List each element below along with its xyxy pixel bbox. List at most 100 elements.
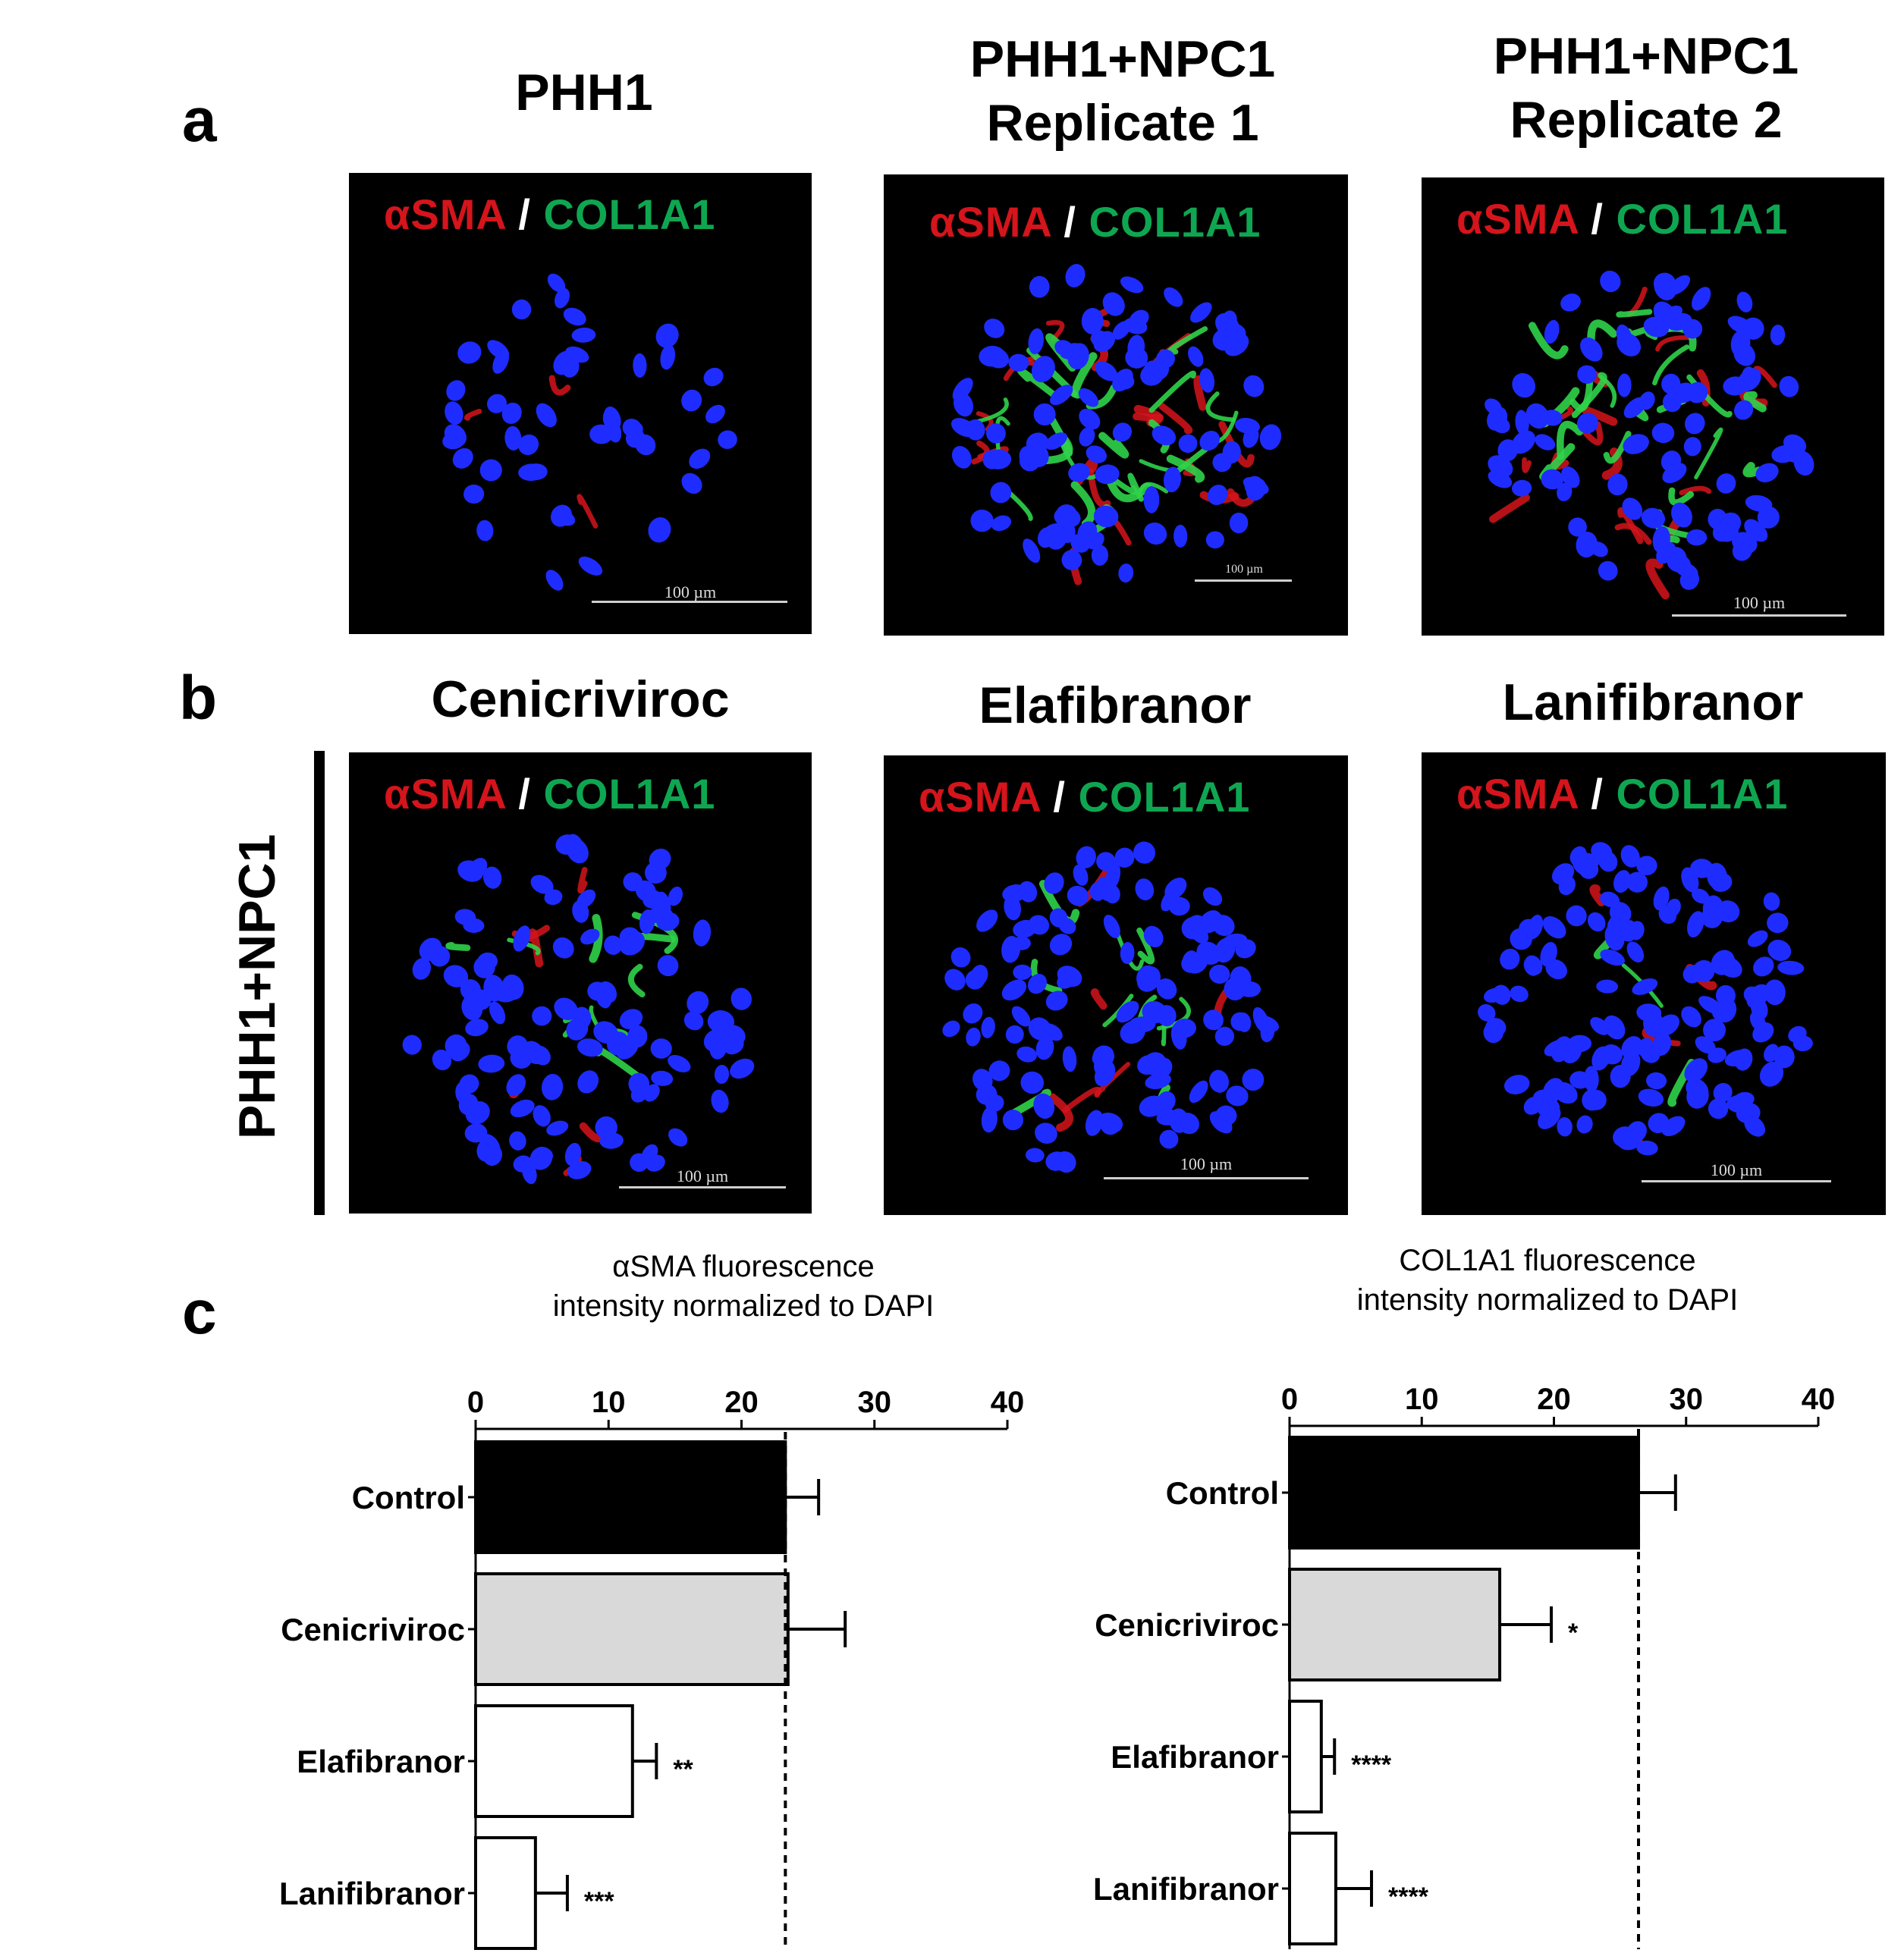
nucleus bbox=[981, 1106, 998, 1133]
nucleus bbox=[1190, 302, 1212, 323]
nucleus bbox=[730, 1058, 755, 1079]
nucleus bbox=[1733, 400, 1754, 420]
chart-title-col1a1: COL1A1 fluorescence intensity normalized… bbox=[1274, 1241, 1821, 1320]
nucleus bbox=[1736, 291, 1753, 312]
nucleus bbox=[1589, 541, 1608, 557]
nucleus bbox=[479, 1133, 501, 1156]
nucleus bbox=[1577, 365, 1597, 384]
cell-field bbox=[942, 841, 1280, 1173]
green-fibre bbox=[1743, 391, 1767, 413]
nucleus bbox=[504, 425, 522, 451]
chart-title-line1: COL1A1 fluorescence bbox=[1399, 1244, 1696, 1277]
nucleus bbox=[1011, 1006, 1031, 1027]
nucleus bbox=[1114, 847, 1135, 868]
nucleus bbox=[1587, 912, 1606, 932]
nucleus bbox=[501, 402, 522, 424]
title-line1: PHH1+NPC1 bbox=[1493, 27, 1799, 85]
nucleus bbox=[1726, 1094, 1753, 1113]
nucleus bbox=[1044, 872, 1064, 894]
nucleus bbox=[1237, 981, 1261, 997]
nucleus bbox=[1584, 1066, 1599, 1093]
nucleus bbox=[1523, 1096, 1543, 1115]
nucleus bbox=[553, 350, 575, 375]
red-fibre bbox=[1581, 406, 1618, 426]
nucleus bbox=[578, 556, 603, 576]
nucleus bbox=[555, 287, 570, 309]
scale-bar-label: 100 µm bbox=[1180, 1154, 1233, 1173]
stain-separator: / bbox=[1578, 195, 1617, 243]
nucleus bbox=[1576, 413, 1599, 434]
nucleus bbox=[985, 449, 1012, 469]
significance-label: * bbox=[1568, 1619, 1579, 1647]
nucleus bbox=[1777, 960, 1805, 975]
nucleus bbox=[1553, 1082, 1578, 1104]
nucleus bbox=[571, 327, 596, 343]
red-fibre bbox=[1158, 403, 1192, 435]
nucleus bbox=[1483, 1022, 1504, 1044]
nucleus bbox=[524, 463, 548, 480]
nucleus bbox=[1226, 1085, 1249, 1107]
bar bbox=[474, 1836, 537, 1950]
chart-title-line1: αSMA fluorescence bbox=[612, 1250, 875, 1283]
nucleus bbox=[1623, 434, 1649, 454]
nucleus bbox=[1029, 275, 1050, 298]
category-label: Elafibranor bbox=[1111, 1739, 1279, 1775]
green-fibre bbox=[1556, 420, 1583, 460]
nucleus bbox=[1244, 476, 1264, 495]
nucleus bbox=[1196, 941, 1221, 965]
green-fibre bbox=[1136, 927, 1155, 965]
nucleus bbox=[1641, 507, 1666, 529]
nucleus bbox=[714, 1064, 730, 1085]
nucleus bbox=[1622, 498, 1643, 520]
nucleus bbox=[1174, 524, 1188, 548]
panel-label-b: b bbox=[179, 664, 218, 733]
stain-legend: αSMA / COL1A1 bbox=[919, 772, 1250, 821]
nucleus bbox=[1209, 1111, 1233, 1134]
x-tick-label: 10 bbox=[1405, 1383, 1439, 1416]
nucleus bbox=[1133, 841, 1156, 864]
nucleus bbox=[1551, 863, 1575, 885]
nucleus bbox=[1103, 915, 1120, 939]
nucleus bbox=[988, 1060, 1010, 1082]
nucleus bbox=[465, 1019, 489, 1037]
cell-field bbox=[950, 264, 1282, 586]
nucleus bbox=[1535, 434, 1556, 451]
panel-label-a: a bbox=[182, 86, 217, 155]
nucleus bbox=[1092, 1045, 1115, 1068]
nucleus bbox=[1591, 1046, 1610, 1071]
nucleus bbox=[1189, 1080, 1208, 1104]
nucleus bbox=[1744, 1115, 1766, 1137]
nucleus bbox=[1598, 851, 1618, 872]
nucleus bbox=[1681, 867, 1699, 893]
nucleus bbox=[445, 401, 463, 425]
nucleus bbox=[646, 1154, 665, 1172]
nucleus bbox=[1747, 930, 1768, 947]
green-fibre bbox=[1652, 344, 1689, 386]
nucleus bbox=[683, 1011, 704, 1031]
nucleus bbox=[1031, 356, 1055, 383]
nucleus bbox=[1701, 906, 1723, 928]
nucleus bbox=[1511, 430, 1535, 454]
cell-field bbox=[442, 273, 737, 591]
nucleus bbox=[1638, 1088, 1664, 1107]
nucleus bbox=[981, 1016, 995, 1038]
nucleus bbox=[942, 1020, 960, 1038]
nucleus bbox=[1202, 887, 1223, 906]
title-line2: Replicate 2 bbox=[1510, 91, 1783, 149]
nucleus bbox=[954, 392, 974, 417]
nucleus bbox=[1027, 973, 1048, 994]
nucleus bbox=[1125, 347, 1148, 369]
x-tick-label: 10 bbox=[592, 1386, 626, 1419]
nucleus bbox=[1259, 424, 1282, 451]
category-label: Cenicriviroc bbox=[281, 1612, 465, 1647]
nucleus bbox=[1005, 1025, 1024, 1044]
nucleus bbox=[513, 1155, 533, 1173]
nucleus bbox=[1035, 1036, 1054, 1060]
nucleus bbox=[510, 1099, 535, 1118]
nucleus bbox=[1054, 1151, 1076, 1173]
nucleus bbox=[551, 508, 576, 526]
significance-label: ** bbox=[673, 1755, 693, 1784]
nucleus bbox=[554, 997, 578, 1021]
nucleus bbox=[1763, 892, 1780, 911]
red-fibre bbox=[548, 375, 571, 396]
